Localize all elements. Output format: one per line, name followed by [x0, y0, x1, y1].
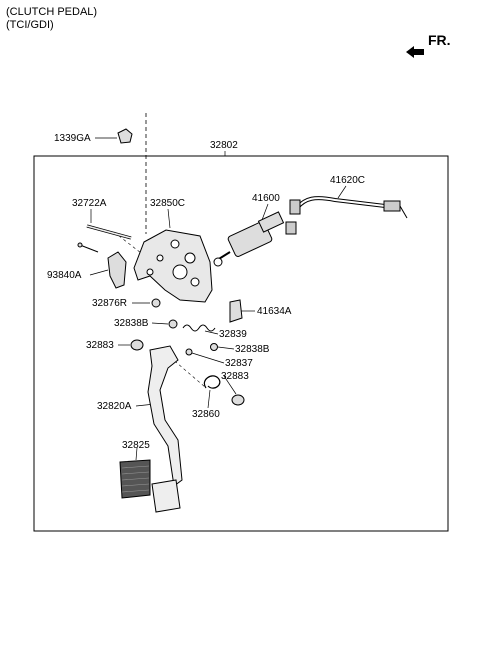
label-32722A: 32722A — [72, 198, 107, 209]
label-93840A: 93840A — [47, 270, 82, 281]
assembly-box — [33, 155, 449, 532]
bracket-32850C — [133, 229, 213, 303]
label-32883-a: 32883 — [86, 340, 114, 351]
label-1339GA: 1339GA — [54, 133, 91, 144]
spring-32839 — [182, 324, 216, 332]
forward-arrow-icon — [406, 46, 424, 58]
switch-93840A — [77, 242, 127, 289]
label-32839: 32839 — [219, 329, 247, 340]
stopper-32883-b — [231, 394, 245, 406]
label-32820A: 32820A — [97, 401, 132, 412]
label-32837: 32837 — [225, 358, 253, 369]
clutch-hose-41620C — [289, 196, 408, 219]
label-41600: 41600 — [252, 193, 280, 204]
pedal-pad-32825 — [119, 459, 181, 513]
label-32838B-a: 32838B — [114, 318, 149, 329]
stopper-32883-a — [130, 339, 144, 351]
clip-1339GA — [117, 128, 133, 144]
header-title: (CLUTCH PEDAL) — [6, 6, 98, 18]
bushing-32876R — [151, 298, 161, 308]
spring-32860 — [203, 375, 221, 389]
fr-label: FR. — [428, 32, 451, 48]
label-32838B-b: 32838B — [235, 344, 270, 355]
label-32825: 32825 — [122, 440, 150, 451]
pedal-arm-32820A — [147, 345, 183, 487]
bushing-32838B-b — [210, 343, 218, 351]
clip-41634A — [229, 299, 243, 323]
label-32860: 32860 — [192, 409, 220, 420]
label-32876R: 32876R — [92, 298, 128, 309]
pin-32722A — [86, 224, 132, 240]
nut-32837 — [185, 348, 193, 356]
header-subtitle: (TCI/GDI) — [6, 19, 54, 31]
label-32802: 32802 — [210, 140, 238, 151]
label-32850C: 32850C — [150, 198, 186, 209]
leader-lines — [89, 137, 347, 461]
label-41634A: 41634A — [257, 306, 292, 317]
label-41620C: 41620C — [330, 175, 366, 186]
label-32883-b: 32883 — [221, 371, 249, 382]
bushing-32838B-a — [168, 319, 178, 329]
master-cylinder-41600 — [213, 211, 297, 267]
